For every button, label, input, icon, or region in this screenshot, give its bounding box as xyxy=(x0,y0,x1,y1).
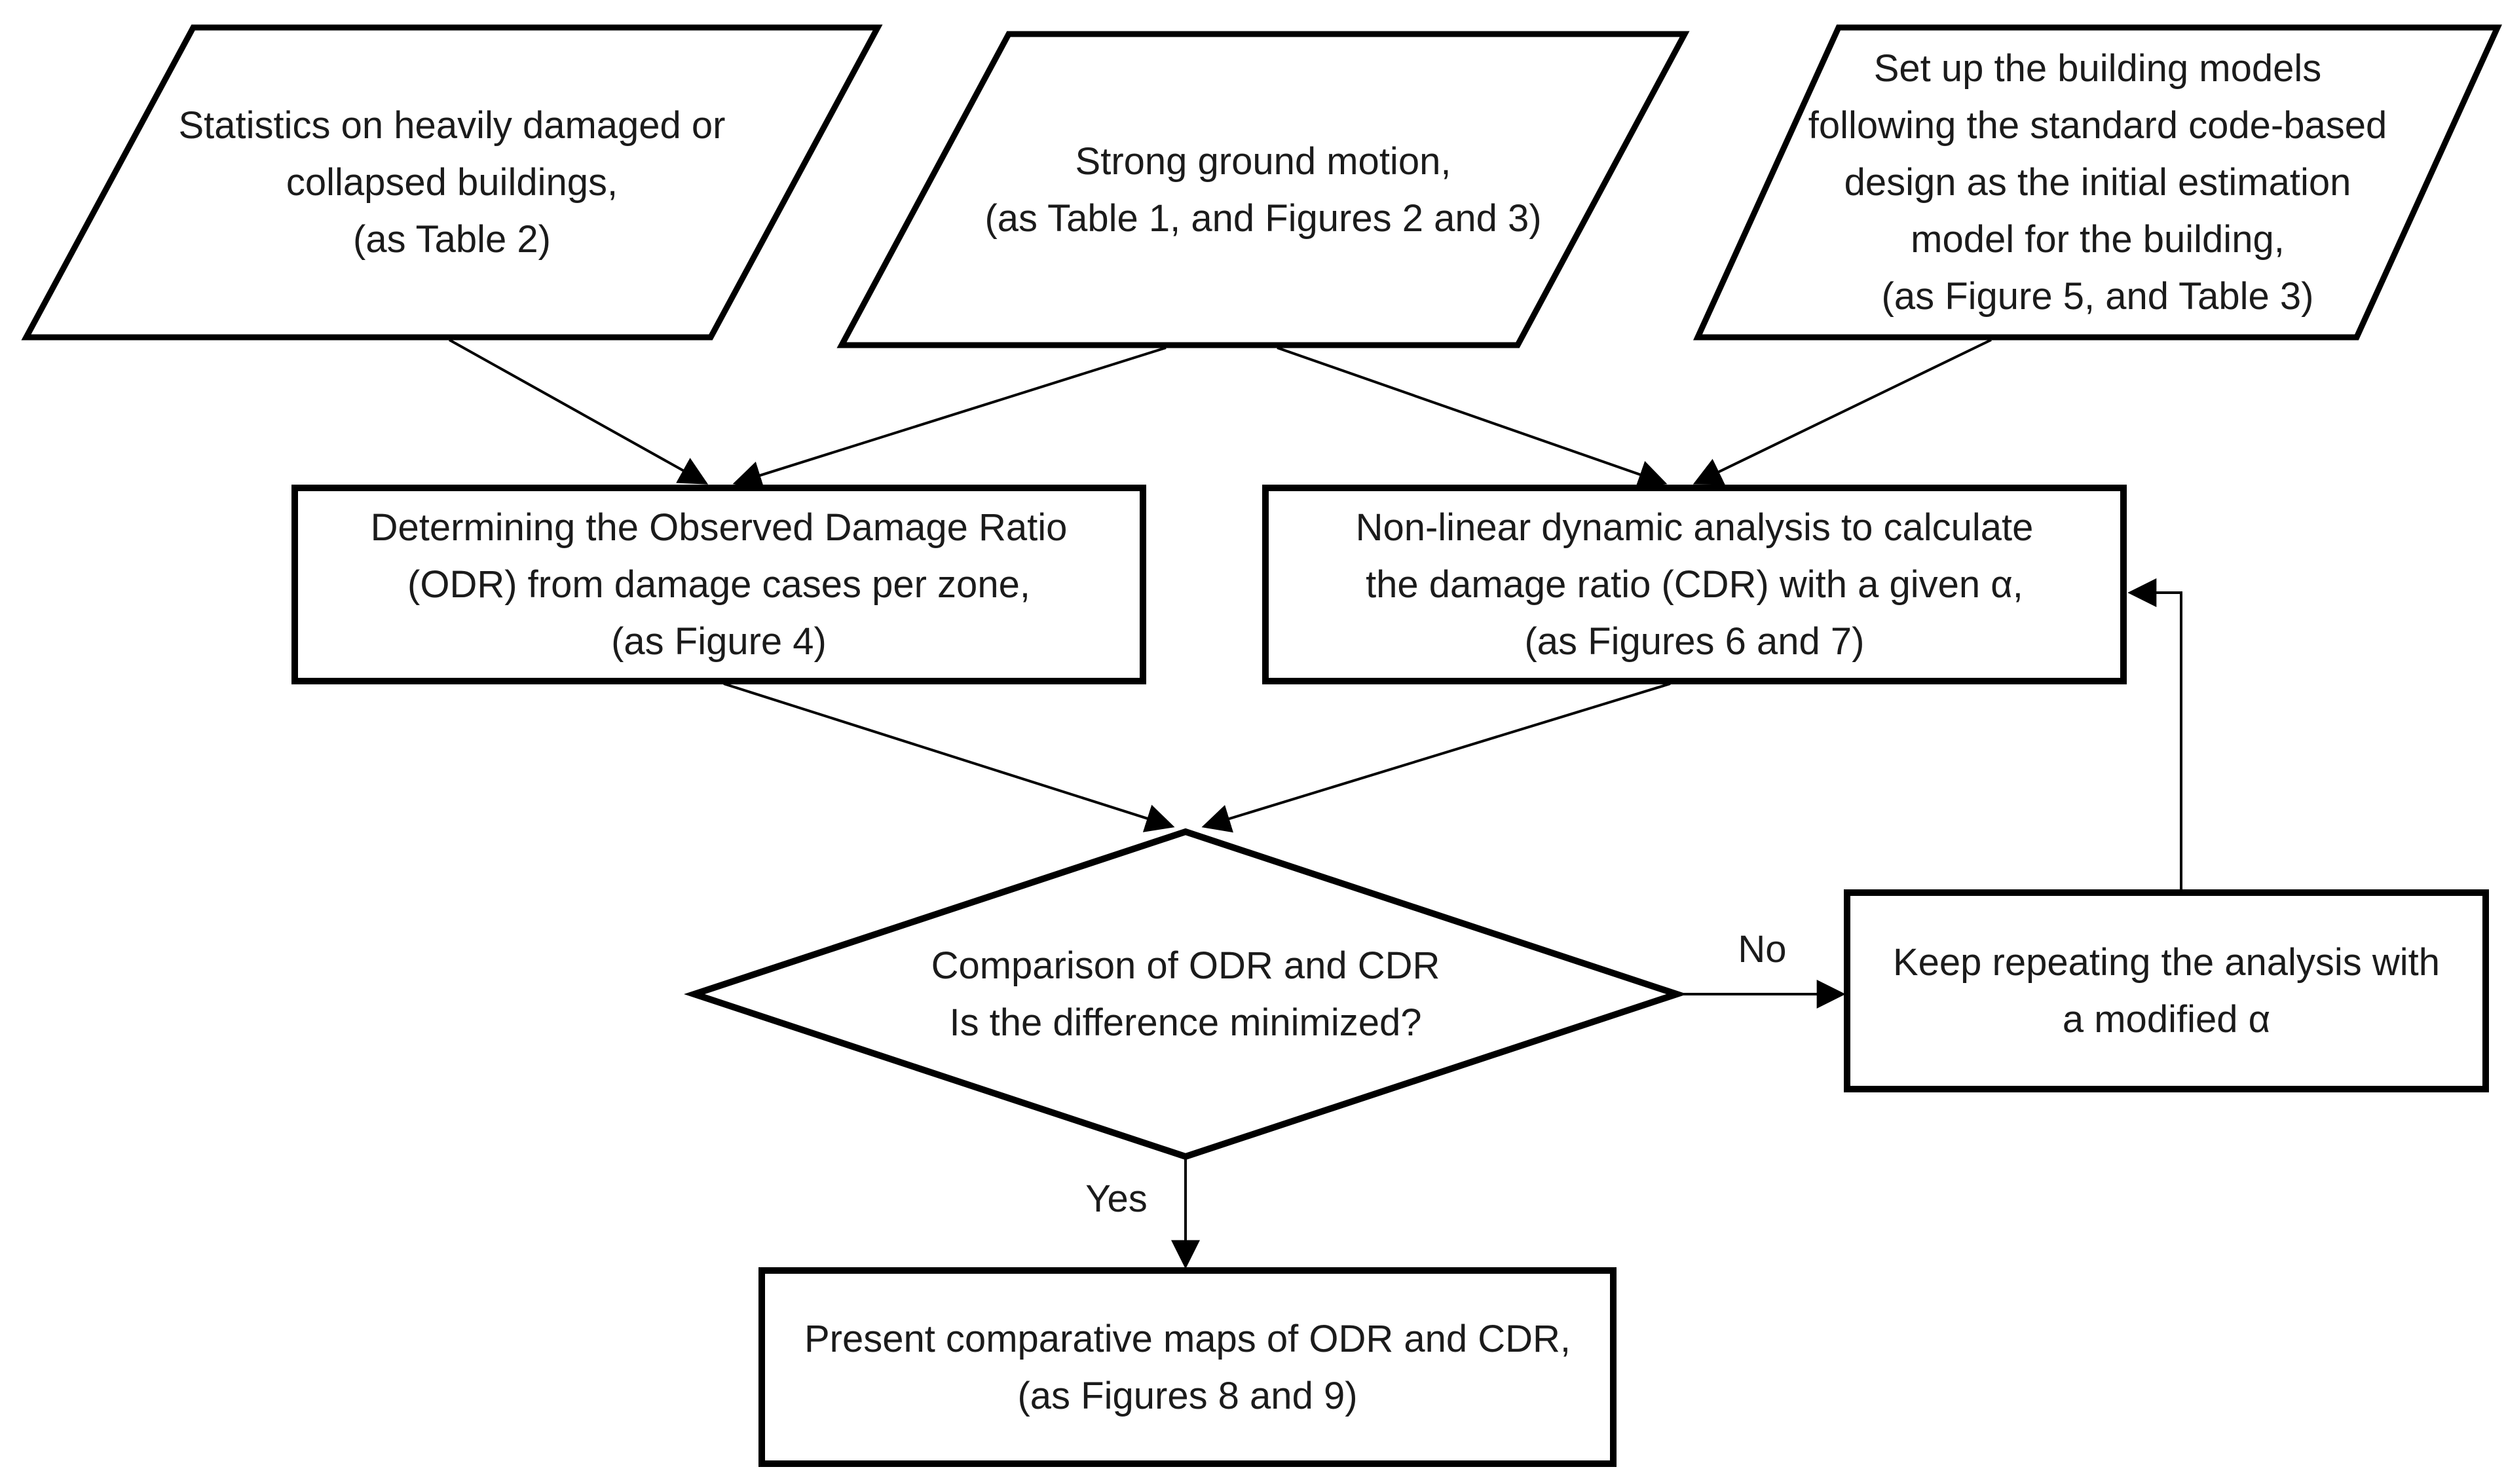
arrow-odr-to-decision xyxy=(723,682,1175,832)
rect-process-cdr xyxy=(1262,485,2127,684)
rect-process-repeat xyxy=(1844,889,2489,1092)
arrow-building-models-to-cdr xyxy=(1692,339,1992,485)
rect-process-odr xyxy=(291,485,1146,684)
arrow-ground-motion-to-cdr xyxy=(1277,346,1668,489)
parallelogram-input-ground-motion xyxy=(836,31,1690,348)
arrow-repeat-feedback-to-cdr xyxy=(2127,578,2182,893)
arrow-statistics-to-odr xyxy=(449,339,709,485)
rect-output-maps xyxy=(758,1267,1617,1467)
diamond-decision-compare xyxy=(684,828,1687,1160)
parallelogram-input-statistics xyxy=(21,24,883,341)
arrow-cdr-to-decision xyxy=(1201,682,1671,833)
arrow-ground-motion-to-odr xyxy=(732,346,1167,489)
parallelogram-input-building-models xyxy=(1693,24,2502,341)
